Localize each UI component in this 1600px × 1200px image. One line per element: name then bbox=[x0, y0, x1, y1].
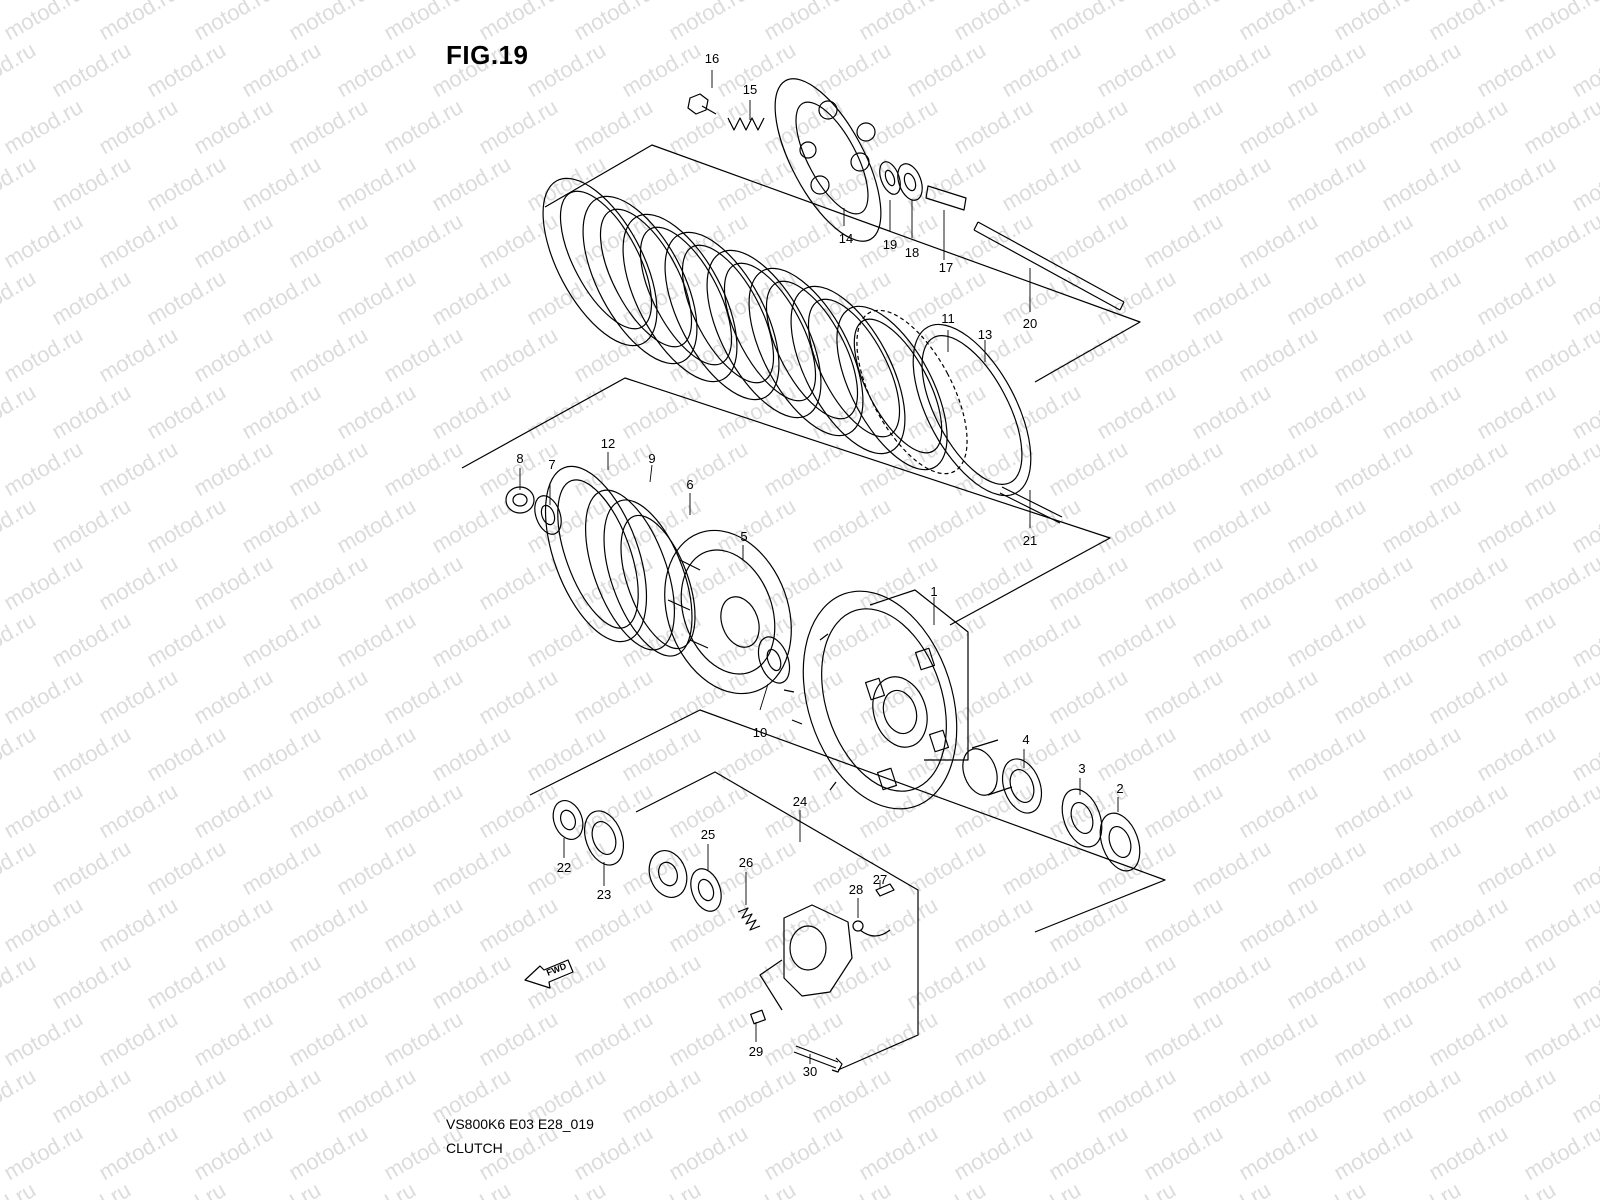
leader-lines bbox=[519, 70, 1119, 1064]
nut bbox=[505, 486, 535, 514]
dowel bbox=[750, 1009, 766, 1025]
callout-12: 12 bbox=[601, 436, 615, 451]
oil-seal bbox=[552, 800, 584, 840]
spacer bbox=[1099, 812, 1141, 872]
bolt bbox=[793, 1045, 843, 1073]
callout-14: 14 bbox=[839, 231, 853, 246]
sleeve-hub bbox=[664, 529, 792, 695]
callout-30: 30 bbox=[803, 1064, 817, 1079]
spring bbox=[737, 907, 761, 931]
callout-2: 2 bbox=[1116, 781, 1123, 796]
primary-driven-gear bbox=[802, 590, 958, 810]
callout-16: 16 bbox=[705, 51, 719, 66]
callout-10: 10 bbox=[753, 725, 767, 740]
washer bbox=[1061, 788, 1103, 848]
callout-6: 6 bbox=[686, 477, 693, 492]
callout-19: 19 bbox=[883, 237, 897, 252]
washer bbox=[879, 161, 901, 195]
release-assembly-frame bbox=[635, 771, 919, 1071]
callout-28: 28 bbox=[849, 882, 863, 897]
bearing bbox=[648, 850, 688, 898]
bleeder bbox=[875, 883, 895, 897]
callout-11: 11 bbox=[941, 311, 955, 326]
pressure-plate bbox=[774, 78, 882, 242]
washer bbox=[534, 495, 562, 535]
callout-21: 21 bbox=[1023, 533, 1037, 548]
spring-plate bbox=[544, 465, 648, 643]
callout-24: 24 bbox=[793, 794, 807, 809]
callout-26: 26 bbox=[739, 855, 753, 870]
callout-18: 18 bbox=[905, 245, 919, 260]
callout-20: 20 bbox=[1023, 316, 1037, 331]
figure-title: FIG.19 bbox=[446, 40, 529, 70]
push-rod bbox=[973, 221, 1125, 311]
callout-3: 3 bbox=[1078, 761, 1085, 776]
needle-bearing bbox=[1001, 758, 1043, 814]
bolt bbox=[687, 93, 717, 115]
callout-29: 29 bbox=[749, 1044, 763, 1059]
callout-9: 9 bbox=[648, 451, 655, 466]
callout-23: 23 bbox=[597, 887, 611, 902]
callout-15: 15 bbox=[743, 82, 757, 97]
oil-seal bbox=[583, 810, 625, 866]
thrust-washer bbox=[757, 636, 791, 684]
release-group-frame bbox=[529, 709, 1166, 933]
callout-1: 1 bbox=[930, 584, 937, 599]
bearing bbox=[897, 163, 923, 201]
callout-22: 22 bbox=[557, 860, 571, 875]
diagram-code: VS800K6 E03 E28_019 bbox=[446, 1116, 594, 1132]
spring bbox=[727, 117, 765, 131]
seal bbox=[690, 868, 722, 912]
callout-labels: 1 2 3 4 5 6 7 8 9 10 11 12 13 14 15 16 1… bbox=[516, 51, 1123, 1079]
callout-13: 13 bbox=[978, 327, 992, 342]
callout-27: 27 bbox=[873, 872, 887, 887]
callout-7: 7 bbox=[548, 457, 555, 472]
plate-group-frame bbox=[544, 144, 1141, 383]
callout-8: 8 bbox=[516, 451, 523, 466]
callout-17: 17 bbox=[939, 260, 953, 275]
fwd-arrow bbox=[524, 959, 574, 989]
release-cylinder bbox=[783, 904, 853, 997]
push-piece bbox=[925, 185, 967, 211]
clutch-plate-stack bbox=[542, 177, 1032, 497]
hub-group-frame bbox=[461, 377, 1111, 626]
gear-frame bbox=[869, 589, 969, 761]
diagram-caption: CLUTCH bbox=[446, 1140, 503, 1156]
callout-5: 5 bbox=[740, 529, 747, 544]
callout-4: 4 bbox=[1022, 732, 1029, 747]
callout-25: 25 bbox=[701, 827, 715, 842]
